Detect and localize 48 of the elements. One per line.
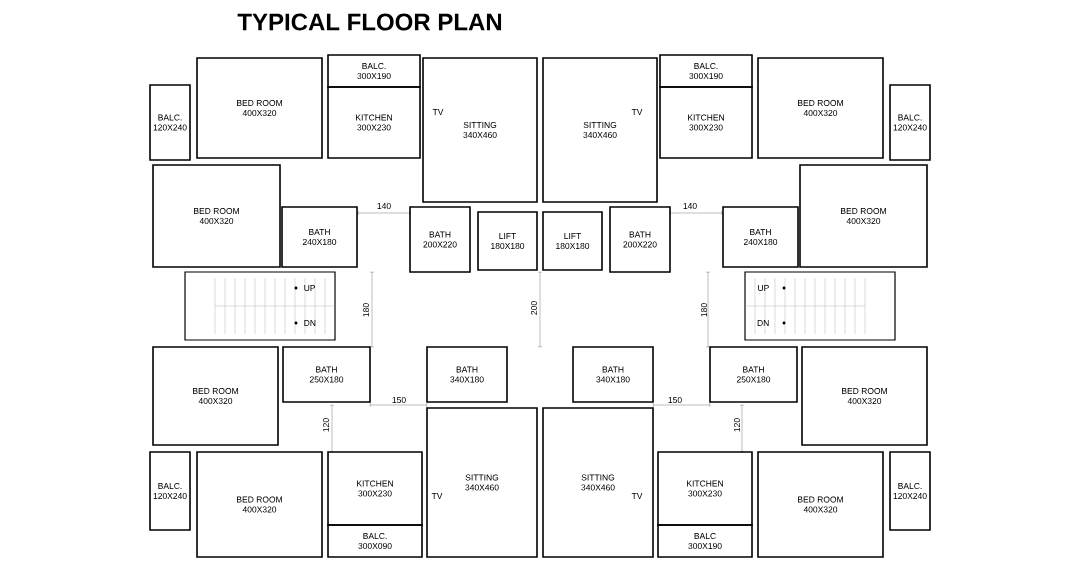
room-box: BATH 340X180	[426, 346, 508, 403]
plan-label: TV	[631, 493, 643, 499]
room-box: KITCHEN 300X230	[657, 451, 753, 526]
dimension-label: 150	[392, 397, 406, 403]
dimension-label: 150	[668, 397, 682, 403]
room-box: BATH 240X180	[281, 206, 358, 268]
room-box: BALC. 120X240	[889, 451, 931, 531]
room-box: BED ROOM 400X320	[801, 346, 928, 446]
room-box: BATH 250X180	[709, 346, 798, 403]
room-box: BATH 200X220	[409, 206, 471, 273]
room-box: BATH 340X180	[572, 346, 654, 403]
room-box: KITCHEN 300X230	[659, 86, 753, 159]
dimension-label: 140	[377, 203, 391, 209]
room-box: BALC 300X190	[657, 524, 753, 558]
room-box: BED ROOM 400X320	[196, 451, 323, 558]
room-box: BED ROOM 400X320	[799, 164, 928, 268]
room-box: KITCHEN 300X230	[327, 451, 423, 526]
dimension-label: 120	[734, 418, 740, 432]
room-box: LIFT 180X180	[477, 211, 538, 271]
plan-label: TV	[432, 109, 444, 115]
room-box: BED ROOM 400X320	[757, 57, 884, 159]
stair-direction-label: DN	[757, 320, 769, 326]
dimension-label: 140	[683, 203, 697, 209]
room-box: BALC. 300X090	[327, 524, 423, 558]
room-box: BALC. 120X240	[149, 451, 191, 531]
stair-direction-label: UP	[758, 285, 769, 291]
room-box: LIFT 180X180	[542, 211, 603, 271]
room-box: BED ROOM 400X320	[152, 164, 281, 268]
dimension-label: 200	[531, 301, 537, 315]
room-box: KITCHEN 300X230	[327, 86, 421, 159]
room-box: BATH 200X220	[609, 206, 671, 273]
room-box: BALC. 120X240	[889, 84, 931, 161]
title: TYPICAL FLOOR PLAN	[237, 13, 502, 31]
dimension-label: 180	[701, 303, 707, 317]
room-box: BED ROOM 400X320	[152, 346, 279, 446]
dimension-label: 120	[323, 418, 329, 432]
room-box: BATH 240X180	[722, 206, 799, 268]
room-box: BALC. 300X190	[327, 54, 421, 88]
dimension-label: 180	[363, 303, 369, 317]
room-box: BATH 250X180	[282, 346, 371, 403]
room-box: BALC. 300X190	[659, 54, 753, 88]
plan-label: TV	[631, 109, 643, 115]
room-box: BED ROOM 400X320	[196, 57, 323, 159]
room-box: BED ROOM 400X320	[757, 451, 884, 558]
plan-label: TV	[431, 493, 443, 499]
room-box: BALC. 120X240	[149, 84, 191, 161]
stair-direction-label: UP	[304, 285, 316, 291]
stair-direction-label: DN	[304, 320, 316, 326]
